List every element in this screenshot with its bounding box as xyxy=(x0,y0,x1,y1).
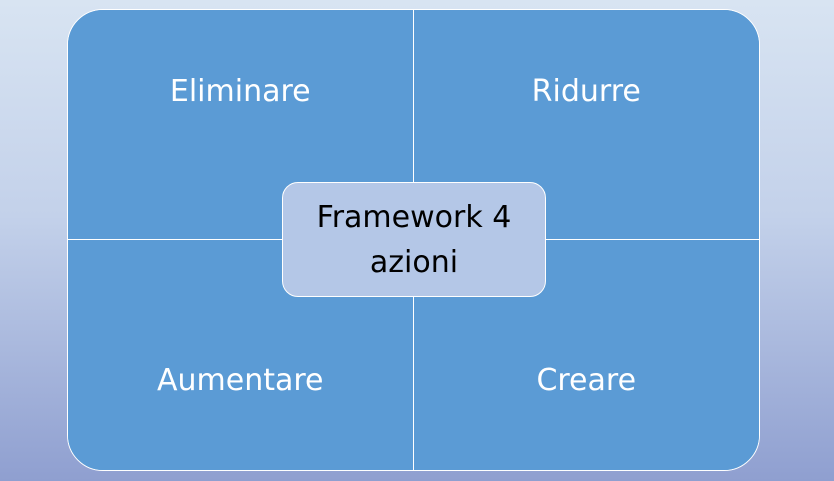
center-box: Framework 4 azioni xyxy=(282,182,546,297)
quadrant-label: Aumentare xyxy=(156,363,324,398)
quadrant-label: Creare xyxy=(536,363,637,398)
quadrant-label: Ridurre xyxy=(531,74,641,109)
center-label-line1: Framework 4 xyxy=(316,199,512,235)
four-actions-matrix: Eliminare Ridurre Aumentare Creare xyxy=(67,9,760,471)
center-label: Framework 4 azioni xyxy=(317,195,512,285)
quadrant-eliminate: Eliminare xyxy=(68,10,414,240)
center-label-line2: azioni xyxy=(369,244,459,280)
quadrant-label: Eliminare xyxy=(169,74,311,109)
